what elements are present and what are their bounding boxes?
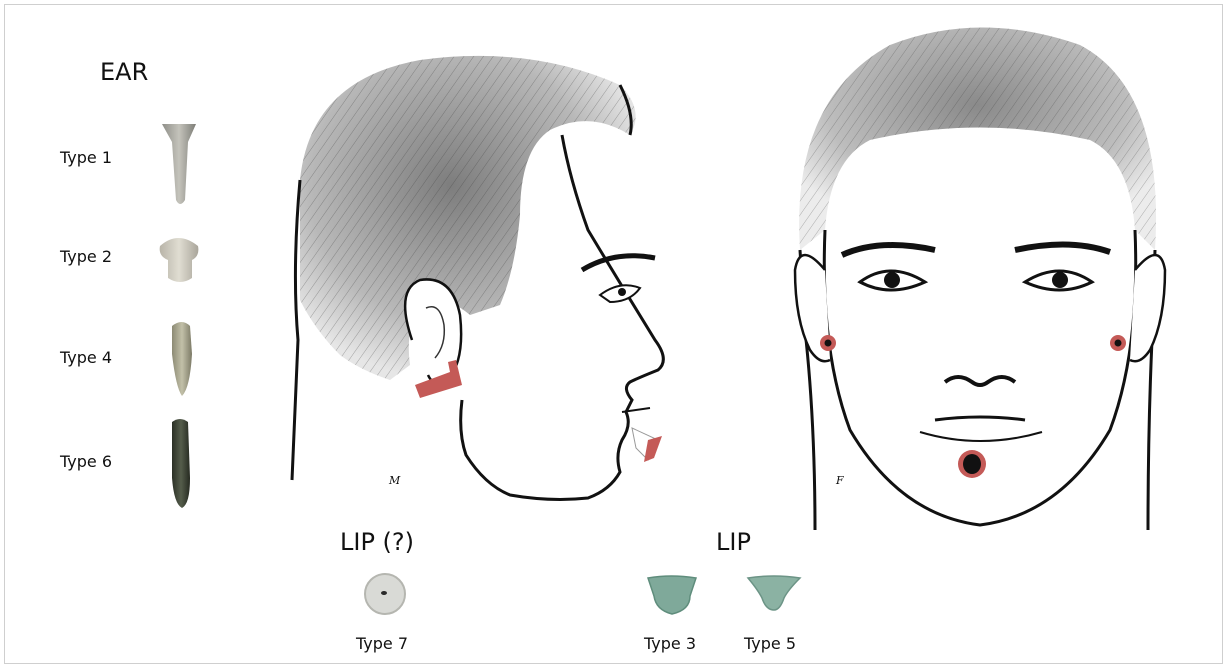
lip-uncertain-heading: LIP (?) [340,528,414,556]
lip-heading: LIP [716,528,751,556]
ear-type-label: Type 1 [60,148,112,167]
ear-plug-images [150,118,210,518]
lip-type-label: Type 3 [644,634,696,653]
lip-plug-type7-image [360,572,410,616]
female-eyebrow-right [1015,244,1110,252]
female-mouth [935,417,1025,420]
female-nose [945,377,1015,385]
ear-type-label: Type 6 [60,452,112,471]
male-eyebrow [582,256,655,270]
male-letter: M [389,474,400,487]
female-ear-right [1130,255,1165,361]
ear-type-label: Type 4 [60,348,112,367]
ear-plug-type2-image [160,238,199,282]
lip-plug-images [646,574,806,618]
lip-plug-type5-image [748,576,800,610]
lip-plug-type3-image [648,576,696,614]
ear-plug-type4-image [172,322,192,396]
lip-type-label: Type 5 [744,634,796,653]
ear-heading: EAR [100,58,148,86]
female-letter: F [836,474,844,487]
male-profile-illustration [270,40,710,520]
male-head-outline [292,180,300,480]
ear-plug-type6-image [172,419,190,508]
female-front-illustration [780,20,1180,540]
lip-uncertain-type-label: Type 7 [356,634,408,653]
ear-plug-type1-image [162,124,196,204]
ear-type-label: Type 2 [60,247,112,266]
female-eyebrow-left [842,245,935,255]
